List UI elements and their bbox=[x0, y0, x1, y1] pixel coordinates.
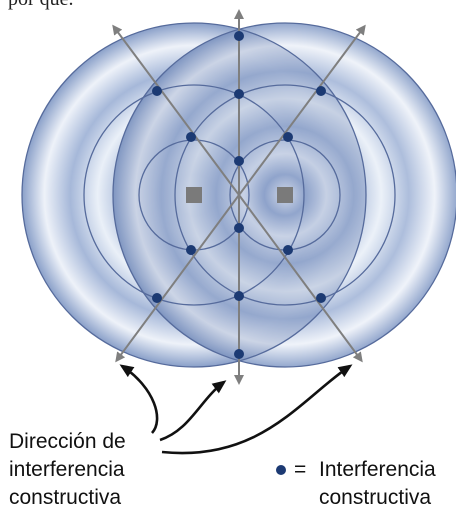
direction-label-line-2: interferencia bbox=[9, 458, 125, 481]
legend-label-line-1: Interferencia bbox=[319, 458, 436, 481]
direction-label-line-3: constructiva bbox=[9, 486, 122, 509]
legend-dot-icon bbox=[276, 465, 286, 475]
source-left bbox=[186, 187, 202, 203]
callout-curves bbox=[119, 364, 353, 455]
legend-equals: = bbox=[294, 458, 307, 481]
top-text-snippet: por qué. bbox=[8, 0, 74, 11]
legend-label-line-2: constructiva bbox=[319, 486, 432, 509]
source-right bbox=[277, 187, 293, 203]
constructive-points bbox=[152, 31, 326, 359]
direction-label-line-1: Dirección de bbox=[9, 430, 126, 453]
